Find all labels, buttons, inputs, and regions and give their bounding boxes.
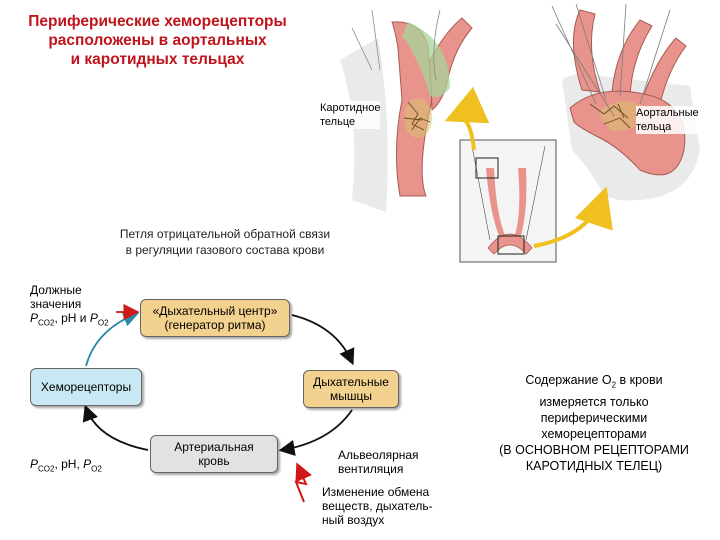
muscles-line-2: мышцы [330, 389, 372, 403]
blood-line-1: Артериальная [174, 440, 254, 454]
due-values: Должные значения PCO2, pH и PO2 [30, 283, 109, 330]
aortic-label-line-2: тельца [636, 121, 672, 133]
loop-caption-line-2: в регуляции газового состава крови [125, 243, 325, 257]
loop-caption-line-1: Петля отрицательной обратной связи [119, 227, 331, 241]
change-line-2: веществ, дыхатель- [322, 499, 433, 513]
note-line-4: хеморецепторами [541, 426, 647, 441]
change-line-3: ный воздух [322, 513, 385, 527]
arrow-center-to-muscles [291, 314, 355, 366]
note-line-5: (В ОСНОВНОМ РЕЦЕПТОРАМИ [499, 442, 689, 457]
body-location-drawing [459, 139, 557, 263]
carotid-body-label: Каротидное тельце [320, 101, 381, 129]
arrow-muscles-to-blood [278, 409, 353, 456]
arrow-blood-to-chemoreceptors [82, 404, 149, 451]
arterial-blood-box: Артериальная кровь [150, 435, 278, 473]
aortic-bodies-label: Аортальные тельца [636, 106, 699, 134]
title-line-3: и каротидных тельцах [70, 51, 245, 68]
note-line-3: периферическими [540, 410, 648, 425]
due-values-params: PCO2, pH и PO2 [30, 311, 109, 328]
muscles-line-1: Дыхательные [313, 375, 389, 389]
note-line-6: КАРОТИДНЫХ ТЕЛЕЦ) [525, 458, 663, 473]
page-title: Периферические хеморецепторы расположены… [0, 12, 315, 69]
carotid-label-line-2: тельце [320, 116, 356, 128]
arrow-to-aortic [533, 186, 613, 248]
chemoreceptors-box: Хеморецепторы [30, 368, 142, 406]
blood-params: PCO2, pH, PO2 [30, 457, 102, 474]
aortic-arch-drawing [551, 3, 700, 201]
alveolar-line-2: вентиляция [338, 462, 404, 476]
respiratory-center-box: «Дыхательный центр» (генератор ритма) [140, 299, 290, 337]
carotid-label-line-1: Каротидное [320, 102, 381, 114]
alveolar-line-1: Альвеолярная [338, 448, 419, 462]
due-values-line-2: значения [30, 297, 82, 311]
title-line-2: расположены в аортальных [48, 32, 267, 49]
title-line-1: Периферические хеморецепторы [28, 13, 287, 30]
chemoreceptors-label: Хеморецепторы [40, 380, 132, 394]
aortic-label-line-1: Аортальные [636, 107, 699, 119]
respiratory-muscles-box: Дыхательные мышцы [303, 370, 399, 408]
note-line-2: измеряется только [539, 394, 649, 409]
alveolar-ventilation-label: Альвеолярная вентиляция [338, 448, 419, 476]
loop-caption: Петля отрицательной обратной связи в рег… [60, 226, 390, 258]
arrow-to-carotid [444, 86, 490, 151]
loop-arrows [82, 303, 355, 503]
oxygen-note: Содержание O2 в крови измеряется только … [478, 372, 710, 474]
respiratory-center-line-1: «Дыхательный центр» [152, 304, 278, 318]
lightning-arrow [294, 462, 312, 503]
due-values-line-1: Должные [30, 283, 82, 297]
note-line-1: Содержание O2 в крови [525, 373, 663, 390]
blood-line-2: кровь [198, 454, 230, 468]
change-line-1: Изменение обмена [322, 485, 430, 499]
respiratory-center-line-2: (генератор ритма) [164, 318, 266, 332]
metabolism-change-label: Изменение обмена веществ, дыхатель- ный … [322, 485, 433, 527]
